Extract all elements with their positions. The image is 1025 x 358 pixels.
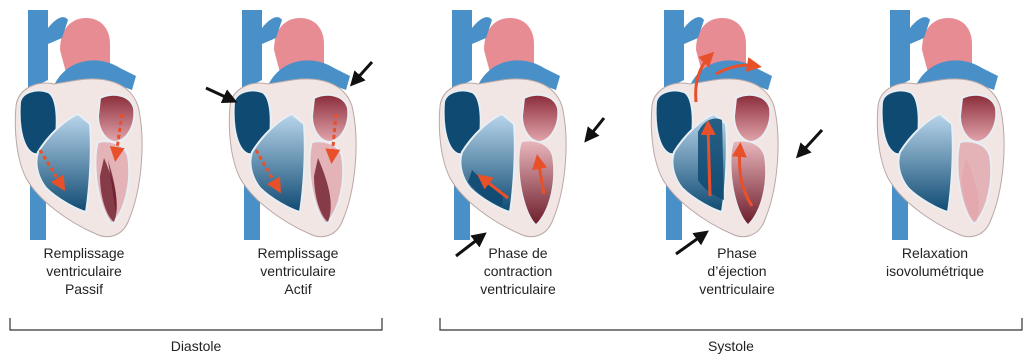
caption-active-filling: Remplissage ventriculaire Actif — [213, 244, 383, 298]
pressure-arrow — [206, 88, 232, 100]
pressure-arrow — [800, 130, 822, 154]
caption-isovolumetric-contraction: Phase de contraction ventriculaire — [433, 244, 603, 298]
phase-label-systole: Systole — [651, 338, 811, 354]
pressure-arrow — [588, 118, 604, 138]
systole-bracket — [440, 318, 1022, 330]
diastole-bracket — [10, 318, 382, 330]
caption-ejection: Phase d’éjection ventriculaire — [652, 244, 822, 298]
heart-isovolumetric-relaxation — [877, 10, 1004, 240]
caption-passive-filling: Remplissage ventriculaire Passif — [0, 244, 169, 298]
heart-ejection — [651, 10, 778, 240]
pressure-arrow — [354, 62, 372, 82]
heart-isovolumetric-contraction — [439, 10, 566, 240]
phase-label-diastole: Diastole — [116, 338, 276, 354]
caption-isovolumetric-relaxation: Relaxation isovolumétrique — [850, 244, 1020, 280]
heart-passive-filling — [15, 10, 142, 240]
heart-active-filling — [229, 10, 356, 240]
